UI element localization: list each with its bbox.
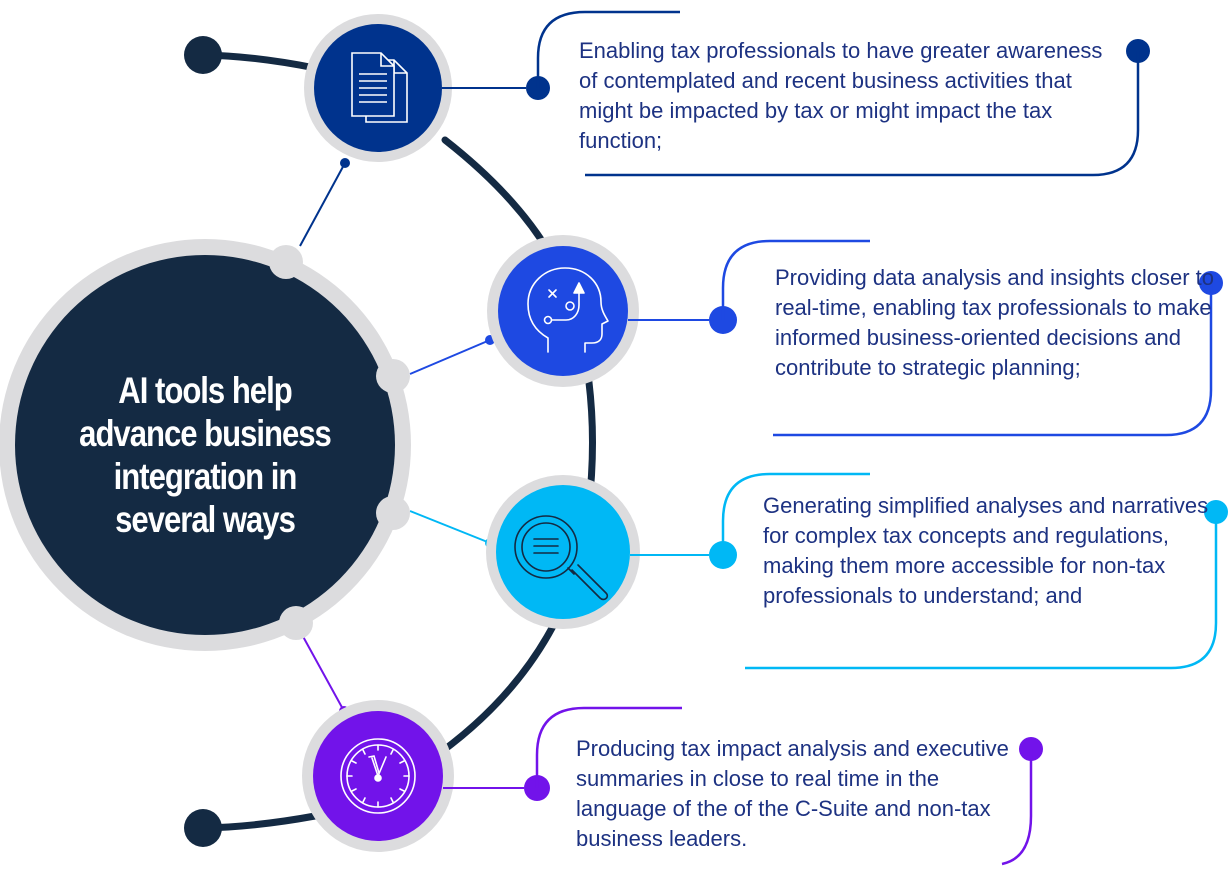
hub-bead [279,606,313,640]
connector-1-dot [340,158,350,168]
item-1-bottom-line [585,51,1140,177]
item-2-circle [498,246,628,376]
hub-bead [376,359,410,393]
item-4-text: Producing tax impact analysis and execut… [576,736,1009,851]
backbone-top-cap-dot [184,36,222,74]
hub-bead [376,496,410,530]
item-1-text: Enabling tax professionals to have great… [579,38,1103,153]
connector-1 [299,162,346,247]
backbone-bottom-cap-dot [184,809,222,847]
magnifier-icon [514,515,609,601]
item-1-callout-bracket [536,10,680,88]
item-4-callout-bracket [535,706,682,788]
hub-title: AI tools help advance business integrati… [79,370,332,540]
connector-4 [299,630,345,712]
documents-icon [351,52,408,123]
item-4-bottom-line [1001,749,1033,866]
item-2-bottom-line [773,283,1213,437]
hub-circle [15,255,395,635]
item-3-circle [496,485,630,619]
connector-3 [409,510,491,544]
hub-bead [269,245,303,279]
backbone-arc [426,136,596,764]
clock-icon [340,738,416,814]
item-2-callout-bracket [721,239,870,320]
item-3-callout-bracket [721,472,870,555]
connector-2 [409,339,491,375]
item-2-text: Providing data analysis and insights clo… [775,265,1215,380]
head-strategy-icon [527,267,609,353]
item-3-text: Generating simplified analyses and narra… [763,493,1209,608]
item-3-bottom-line [745,512,1218,670]
